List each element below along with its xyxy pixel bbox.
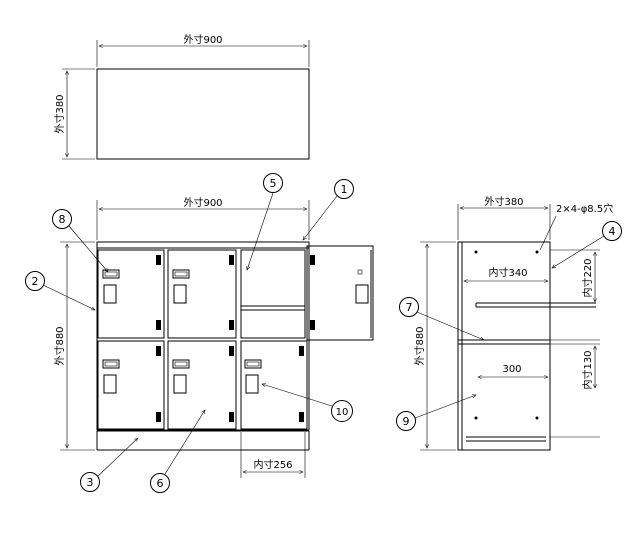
callout-6: 6 (150, 473, 170, 493)
top-depth-label: 外寸380 (53, 94, 66, 133)
upper-inner-height-label: 内寸220 (581, 258, 594, 297)
callout-9: 9 (396, 411, 416, 431)
door-inner-width-label: 内寸256 (253, 458, 292, 471)
svg-text:4: 4 (609, 225, 616, 238)
door-hardware (102, 269, 369, 394)
svg-text:8: 8 (59, 213, 66, 226)
svg-text:2: 2 (32, 275, 39, 288)
locker-door-bottom-2 (167, 340, 237, 430)
callout-8: 8 (52, 209, 72, 229)
lower-inner-height-label: 内寸130 (581, 350, 594, 389)
locker-door-top-1 (97, 249, 165, 339)
hole-spec-label: 2×4-φ8.5穴 (556, 202, 613, 215)
callout-2: 2 (25, 271, 45, 291)
side-depth-label: 外寸380 (484, 195, 523, 208)
svg-text:7: 7 (406, 301, 413, 314)
callout-1: 1 (334, 179, 354, 199)
svg-text:5: 5 (270, 177, 277, 190)
inner-depth-label: 内寸340 (488, 266, 527, 279)
front-height-label: 外寸880 (53, 326, 66, 365)
callout-5: 5 (263, 173, 283, 193)
side-height-label: 外寸880 (413, 326, 426, 365)
open-locker-door (306, 245, 374, 341)
locker-door-bottom-1 (97, 340, 165, 430)
front-view: 外寸900 外寸880 内寸256 (53, 196, 374, 478)
callout-7: 7 (399, 297, 419, 317)
svg-text:1: 1 (341, 183, 348, 196)
callout-3: 3 (80, 472, 100, 492)
callout-10: 10 (331, 400, 353, 422)
svg-text:6: 6 (157, 477, 164, 490)
callouts: 1 2 3 4 5 6 7 8 9 10 (25, 173, 622, 493)
side-view: 外寸380 2×4-φ8.5穴 内寸340 内寸220 内寸130 300 外寸… (413, 195, 613, 451)
locker-door-bottom-3 (240, 340, 308, 430)
locker-door-top-2 (167, 249, 237, 339)
top-width-label: 外寸900 (183, 33, 222, 46)
shelf-width-label: 300 (502, 364, 521, 375)
svg-text:9: 9 (403, 415, 410, 428)
svg-text:3: 3 (87, 476, 94, 489)
callout-4: 4 (602, 221, 622, 241)
hinges (156, 255, 315, 422)
svg-text:10: 10 (336, 407, 349, 418)
top-view: 外寸900 外寸380 (53, 33, 310, 160)
locker-compartment-open-top-3 (240, 249, 306, 339)
front-width-label: 外寸900 (183, 196, 222, 209)
